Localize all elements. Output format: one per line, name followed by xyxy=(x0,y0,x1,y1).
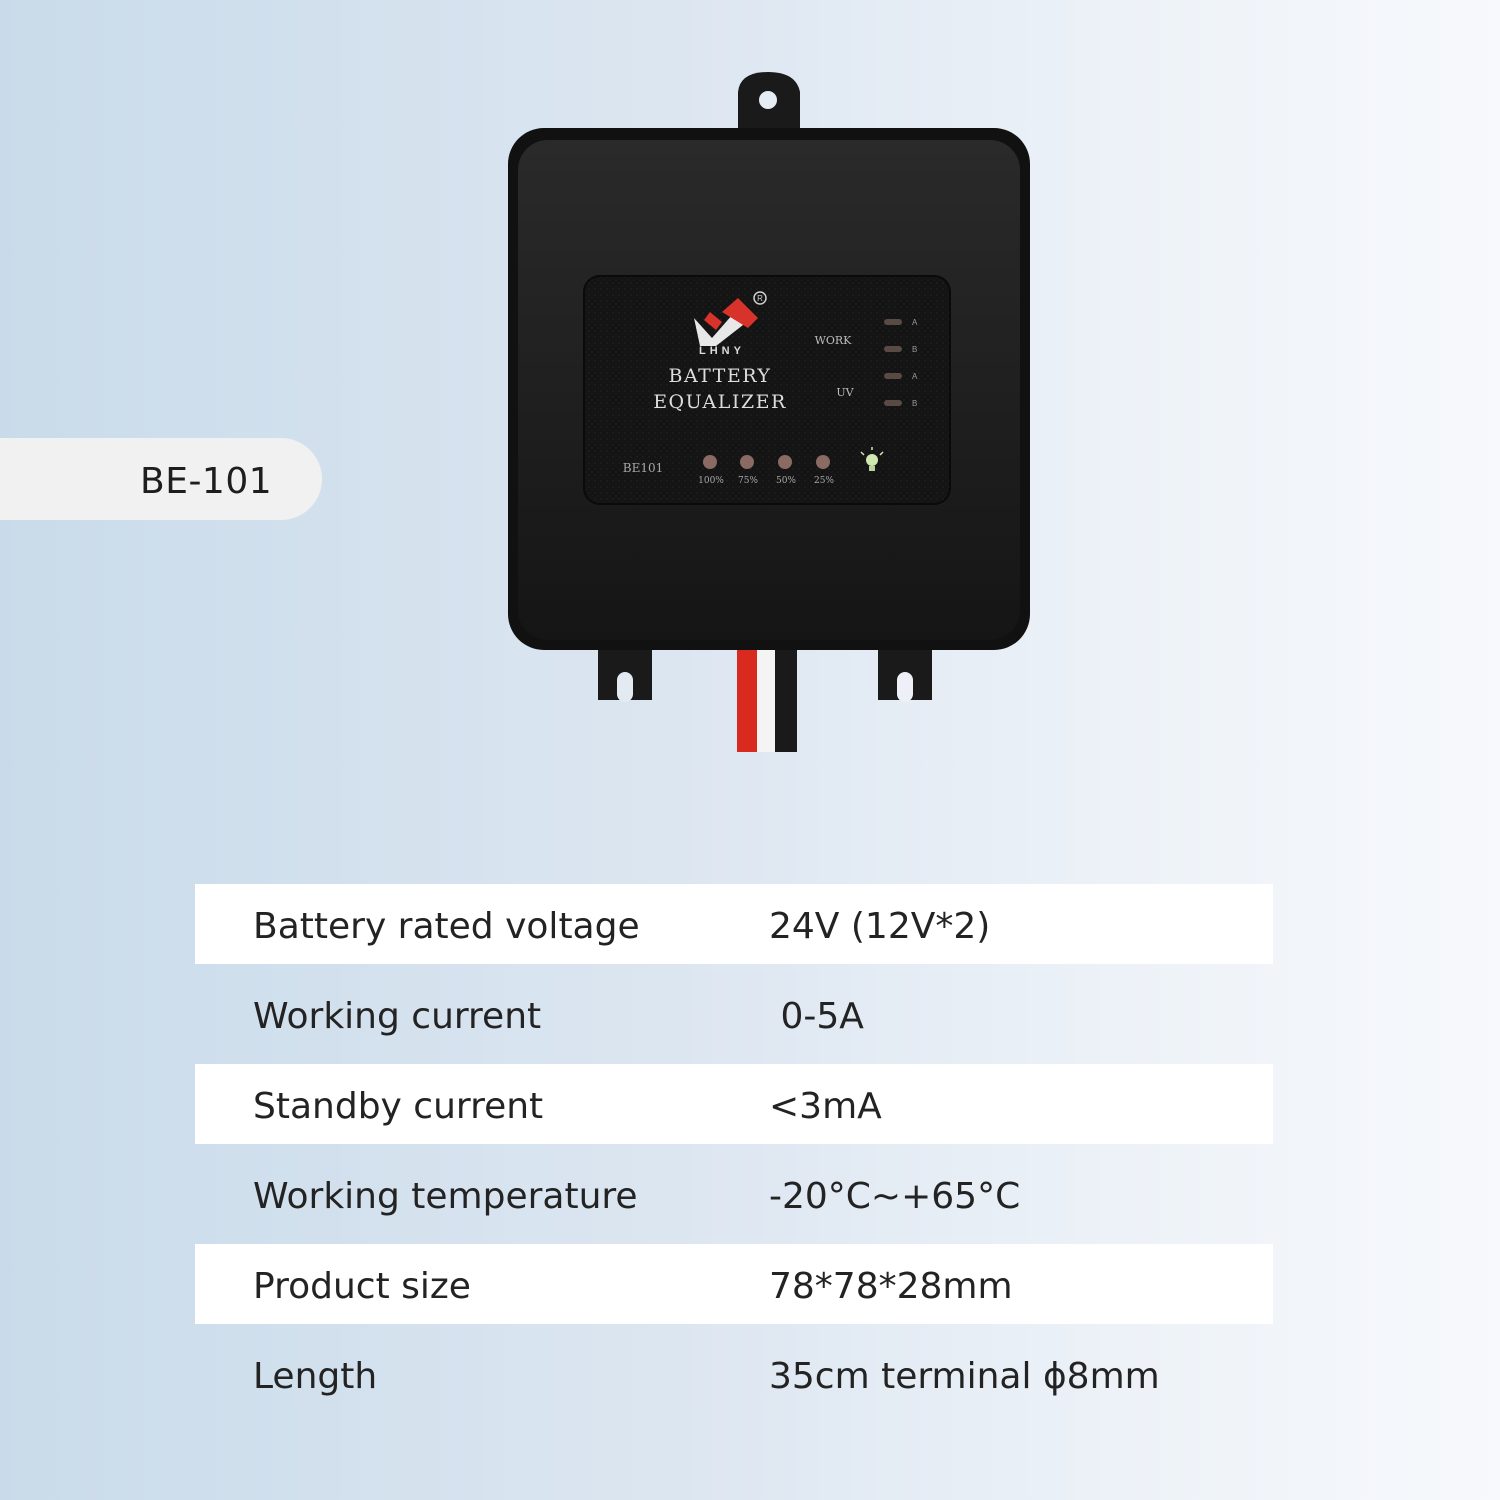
spec-row: Working current 0-5A xyxy=(195,974,1273,1064)
indicator-led xyxy=(884,400,902,406)
spec-row: Standby current <3mA xyxy=(195,1064,1273,1154)
bottom-mount-tab-right xyxy=(878,640,932,702)
spec-label: Standby current xyxy=(253,1086,544,1127)
bottom-mount-tab-left xyxy=(598,640,652,702)
status-indicators: A B A B xyxy=(884,318,918,408)
indicator-led xyxy=(884,373,902,379)
indicator-led xyxy=(884,319,902,325)
spec-label: Working temperature xyxy=(253,1176,638,1217)
spec-label: Length xyxy=(253,1356,378,1397)
spec-value: 0-5A xyxy=(769,996,864,1037)
spec-value: -20°C~+65°C xyxy=(769,1176,1021,1217)
label-panel xyxy=(583,275,951,505)
level-led xyxy=(778,455,792,469)
level-led xyxy=(740,455,754,469)
battery-equalizer-device: R LHNY BATTERY EQUALIZER WORK UV A B A B… xyxy=(508,72,1030,752)
model-label: BE-101 xyxy=(140,461,273,502)
top-mount-tab xyxy=(738,72,800,135)
device-title-line1: BATTERY xyxy=(669,365,772,387)
spec-value: 24V (12V*2) xyxy=(769,906,991,947)
indicator-letter: B xyxy=(912,345,917,354)
level-label: 100% xyxy=(698,476,724,486)
spec-row: Product size 78*78*28mm xyxy=(195,1244,1273,1334)
spec-label: Product size xyxy=(253,1266,471,1307)
light-bulb-icon xyxy=(860,447,884,471)
level-leds: 100% 75% 50% 25% xyxy=(698,455,834,486)
indicator-letter: A xyxy=(912,318,918,327)
device-model-code: BE101 xyxy=(623,461,663,475)
registered-mark: R xyxy=(757,294,763,303)
cable-wires xyxy=(737,640,797,752)
level-label: 50% xyxy=(776,476,796,486)
work-label: WORK xyxy=(815,334,853,347)
level-label: 75% xyxy=(738,476,758,486)
indicator-letter: A xyxy=(912,372,918,381)
level-label: 25% xyxy=(814,476,834,486)
registered-mark-icon xyxy=(753,291,767,305)
brand-logo-icon xyxy=(694,298,758,346)
spec-label: Battery rated voltage xyxy=(253,906,640,947)
uv-label: UV xyxy=(836,386,854,399)
level-led xyxy=(703,455,717,469)
model-tag xyxy=(0,438,322,520)
level-led xyxy=(816,455,830,469)
indicator-led xyxy=(884,346,902,352)
indicator-letter: B xyxy=(912,399,917,408)
spec-row: Length 35cm terminal ϕ8mm xyxy=(195,1334,1273,1424)
spec-label: Working current xyxy=(253,996,542,1037)
spec-value: 78*78*28mm xyxy=(769,1266,1013,1307)
spec-row: Working temperature -20°C~+65°C xyxy=(195,1154,1273,1244)
brand-name: LHNY xyxy=(699,345,745,357)
spec-value: <3mA xyxy=(769,1086,882,1127)
spec-table: Battery rated voltage 24V (12V*2) Workin… xyxy=(195,884,1273,1424)
spec-row: Battery rated voltage 24V (12V*2) xyxy=(195,884,1273,974)
device-title-line2: EQUALIZER xyxy=(653,391,787,413)
spec-value: 35cm terminal ϕ8mm xyxy=(769,1356,1160,1397)
